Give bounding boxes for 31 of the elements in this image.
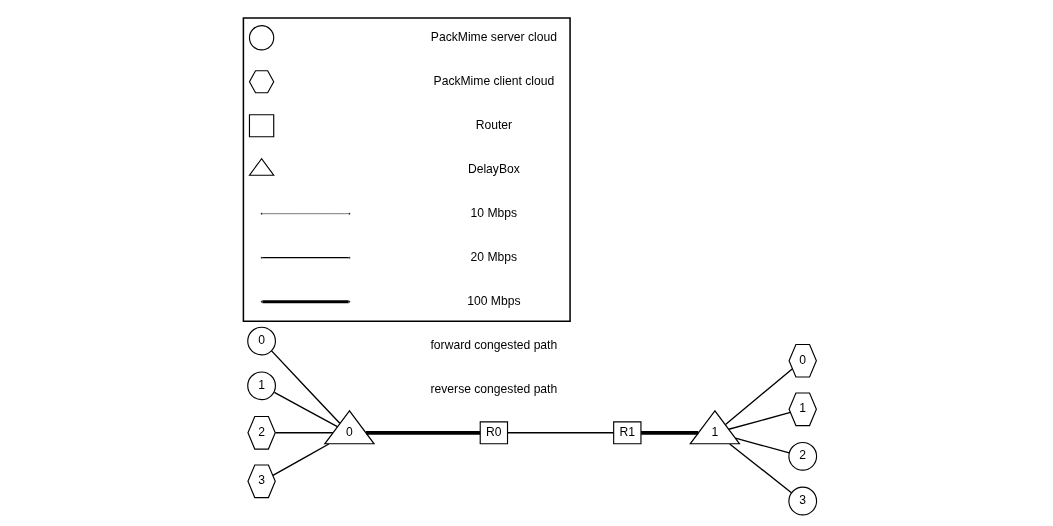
connector	[724, 367, 793, 425]
connector	[365, 430, 480, 435]
node-circle: 1	[246, 370, 276, 400]
label: forward congested path	[430, 337, 557, 352]
legend-label: 10 Mbps	[470, 205, 517, 220]
node-circle: 2	[787, 441, 817, 471]
connector	[727, 411, 791, 430]
connector	[640, 430, 698, 435]
node-circle: 3	[787, 486, 817, 515]
node-hexagon	[248, 69, 274, 93]
cluster	[242, 16, 571, 322]
legend-label: Router	[475, 117, 512, 132]
connector	[506, 431, 614, 433]
label: reverse congested path	[430, 381, 557, 396]
legend-label: 20 Mbps	[470, 249, 517, 264]
node-box: R1	[612, 420, 642, 444]
connector	[273, 391, 338, 427]
connector	[274, 431, 333, 433]
connector	[728, 442, 792, 493]
connector	[734, 437, 790, 453]
legend-label: PackMime client cloud	[433, 73, 554, 88]
legend-label: DelayBox	[467, 161, 520, 176]
node-box	[248, 113, 274, 137]
connector	[271, 442, 329, 476]
node-circle: 0	[246, 326, 276, 355]
node-box: R0	[479, 420, 508, 444]
connector	[270, 349, 340, 424]
legend-label: PackMime server cloud	[430, 29, 557, 44]
node-triangle	[247, 157, 275, 176]
legend-label: 100 Mbps	[466, 293, 520, 308]
node-circle	[248, 24, 274, 50]
